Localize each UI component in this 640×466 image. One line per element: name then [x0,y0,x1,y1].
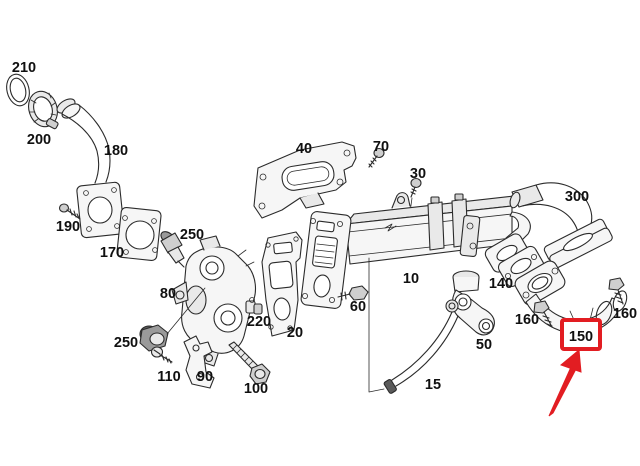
part-label-250-upper: 250 [180,227,204,243]
part-drawing-bolt-190 [58,203,81,220]
part-label-70: 70 [373,139,389,155]
part-label-50: 50 [476,337,492,353]
part-drawing-bolt-160-right [608,277,625,305]
highlight-150 [548,307,602,417]
part-label-110: 110 [157,369,180,385]
part-label-30: 30 [410,166,426,182]
part-drawing-bracket-40 [253,141,357,219]
part-drawing-valve-50 [445,270,495,336]
part-drawing-bracket-90 [183,335,215,389]
part-drawing-gasket-20 [261,231,303,337]
part-drawing-bolt-160-left [533,300,553,328]
part-label-100: 100 [244,381,268,397]
part-drawing-bolt-70 [368,147,385,168]
part-label-210: 210 [12,60,36,76]
part-drawing-pipe-300 [509,182,613,269]
highlight-arrow [548,366,577,417]
part-drawing-bolt-100 [228,341,271,385]
part-label-250-lower: 250 [114,335,138,351]
part-label-80: 80 [160,286,176,302]
part-drawing-bolt-60 [337,285,369,301]
part-drawing-oring-210 [6,73,30,107]
part-label-15: 15 [425,377,441,393]
part-label-220: 220 [247,314,271,330]
part-drawing-pipe-180 [56,98,125,239]
part-drawing-hose-15 [383,311,459,394]
part-label-40: 40 [296,141,312,157]
part-label-160-right: 160 [613,306,637,322]
part-drawing-cooler-10 [300,192,531,393]
part-drawing-gasket-170 [116,206,162,262]
part-label-300: 300 [565,189,589,205]
part-label-90: 90 [197,369,213,385]
part-label-150: 150 [569,329,593,345]
part-label-160-left: 160 [515,312,539,328]
part-label-60: 60 [350,299,366,315]
part-label-200: 200 [27,132,51,148]
part-drawing-clip-220 [245,297,263,315]
part-drawing-valve-80 [171,235,257,367]
highlight-arrowhead [560,349,582,373]
part-drawing-sensor-250-upper [160,231,185,268]
part-drawing-clamp-200 [28,90,59,130]
part-label-180: 180 [104,143,128,159]
part-drawing-screw-110 [150,346,173,364]
part-label-190: 190 [56,219,80,235]
part-label-10: 10 [403,271,419,287]
part-label-140: 140 [489,276,513,292]
highlight-box [560,318,602,351]
part-label-20: 20 [287,325,303,341]
part-label-170: 170 [100,245,124,261]
part-drawing-sensor-250-lower [139,287,206,352]
